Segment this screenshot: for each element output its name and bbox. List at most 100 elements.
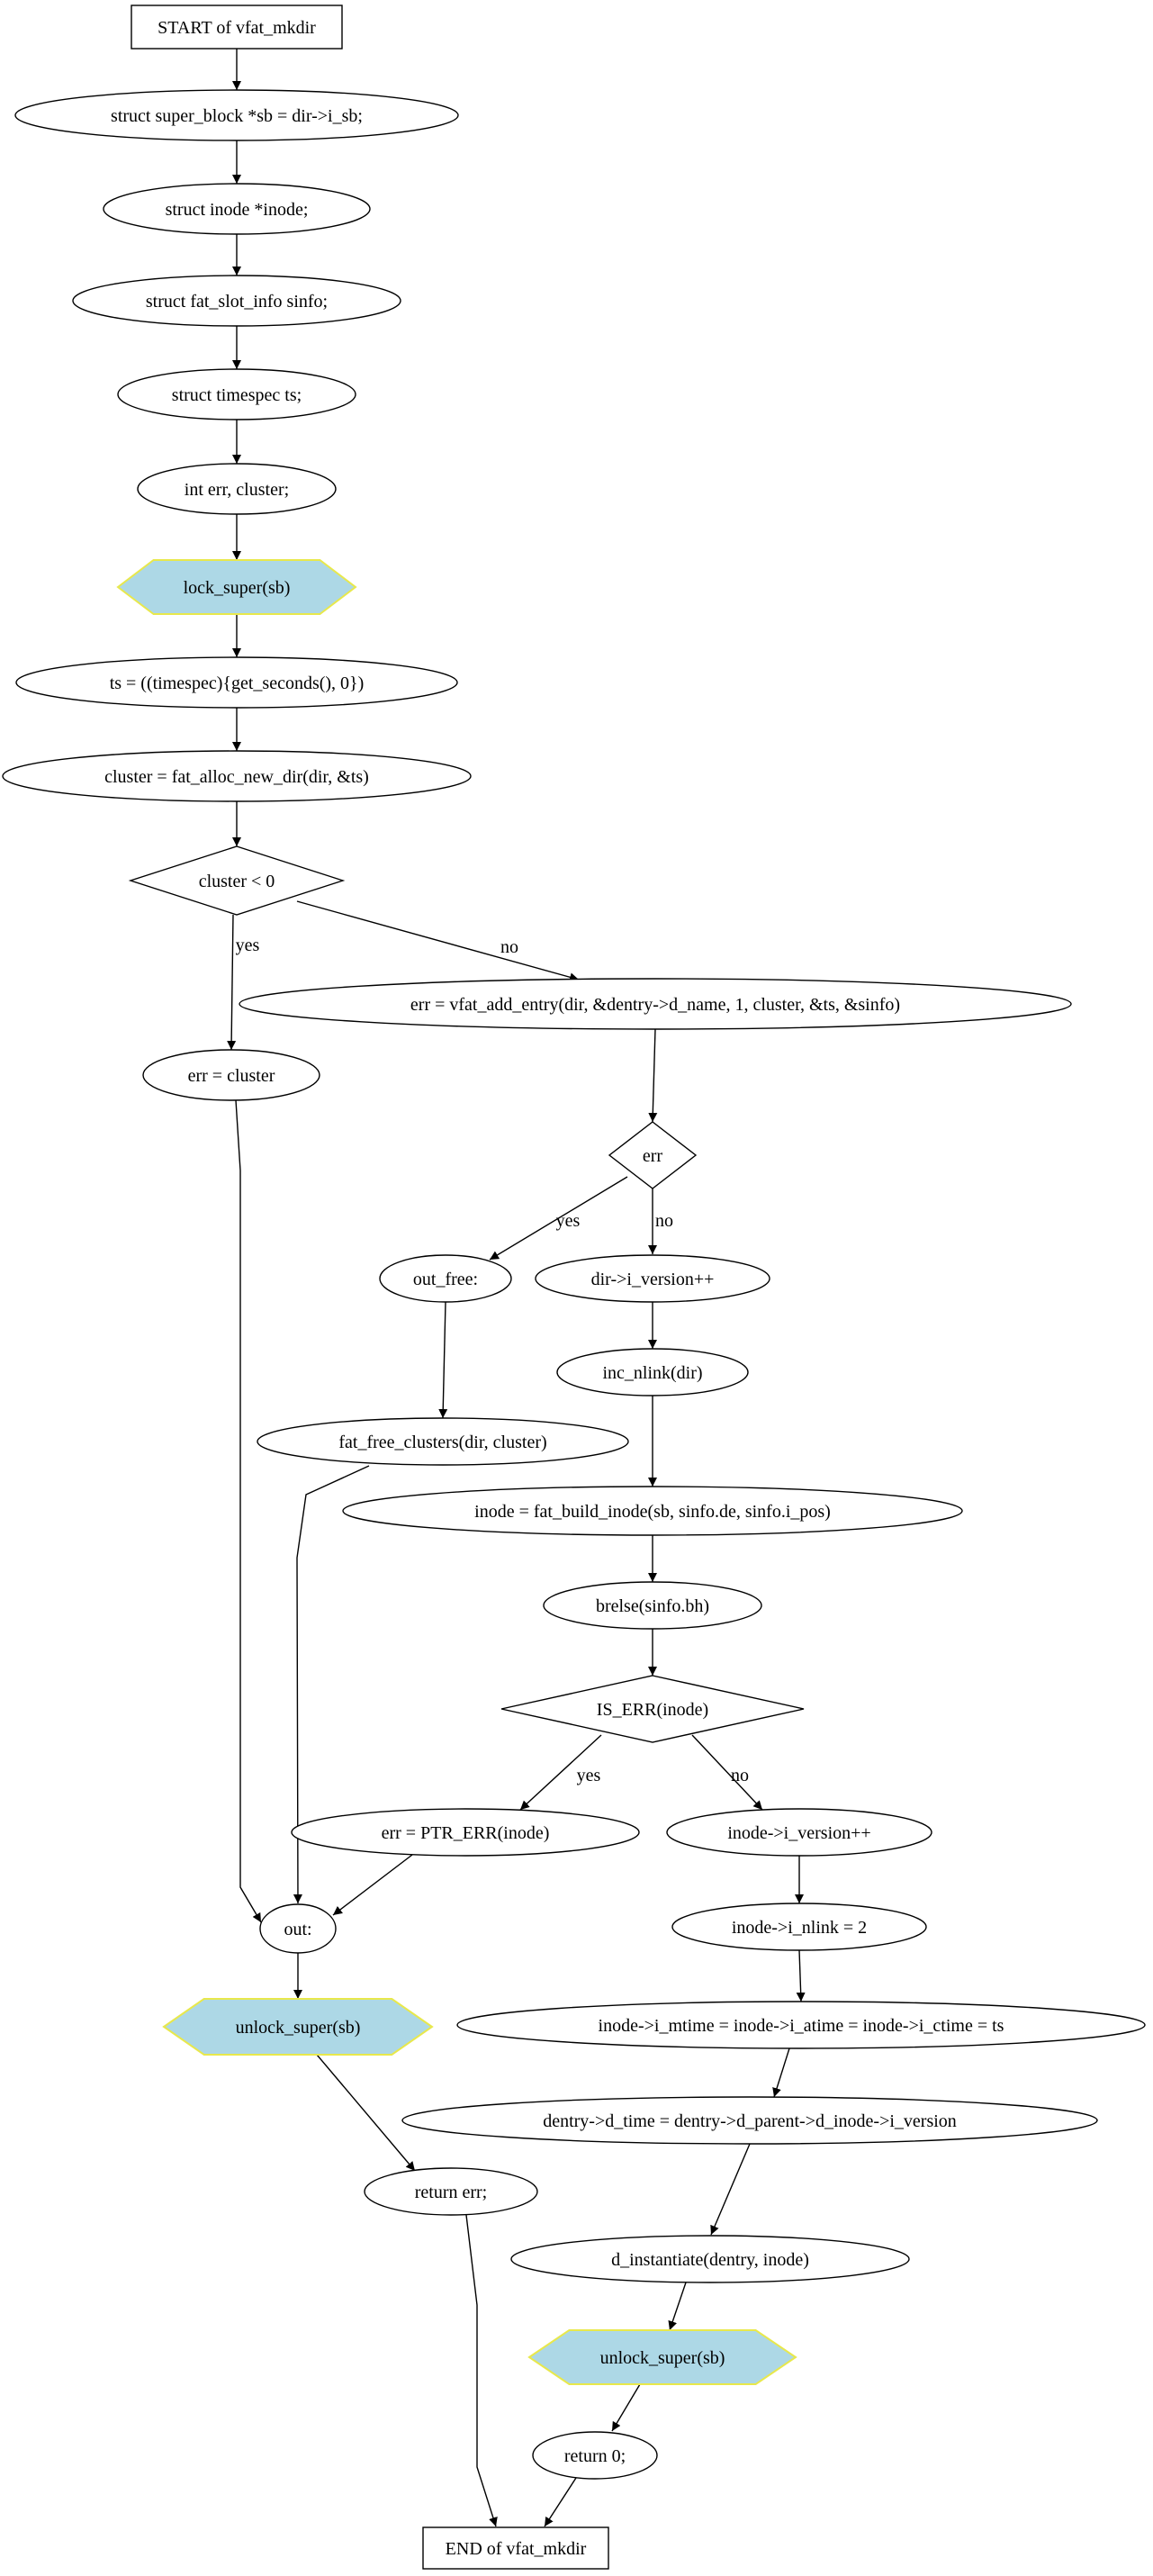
- node-n-sinfo: struct fat_slot_info sinfo;: [72, 275, 401, 327]
- node-label: return err;: [415, 2183, 488, 2202]
- ellipse-shape: [671, 1903, 927, 1951]
- edge-label-yes: yes: [556, 1211, 581, 1231]
- node-d-iserr: IS_ERR(inode): [500, 1675, 805, 1743]
- node-label: struct inode *inode;: [166, 200, 309, 220]
- ellipse-shape: [15, 656, 458, 709]
- edge-label-no: no: [731, 1766, 749, 1785]
- edge-line: [316, 2054, 416, 2172]
- node-n-inode: struct inode *inode;: [103, 183, 371, 235]
- edge-d_err-to-n_outfree: yes: [489, 1176, 628, 1261]
- node-label: struct super_block *sb = dir->i_sb;: [111, 106, 363, 126]
- ellipse-shape: [117, 368, 356, 420]
- ellipse-shape: [364, 2167, 538, 2216]
- node-label: cluster = fat_alloc_new_dir(dir, &ts): [104, 767, 369, 787]
- node-label: inode->i_version++: [727, 1823, 870, 1843]
- node-label: struct timespec ts;: [172, 385, 302, 405]
- edge-d_iserr-to-n_inodever: no: [691, 1734, 763, 1811]
- edge-n_errcluster-to-n_out: [235, 1099, 262, 1923]
- edge-n_nlink2-to-n_times: [796, 1949, 806, 2002]
- edge-line: [544, 2477, 577, 2527]
- node-n-nlink2: inode->i_nlink = 2: [671, 1903, 927, 1951]
- edge-n_addentry-to-d_err: [648, 1028, 658, 1123]
- edge-n_return0-to-end: [544, 2477, 577, 2527]
- box-shape: [422, 2526, 609, 2570]
- edge-d_err-to-n_dirver: no: [648, 1189, 673, 1254]
- ellipse-shape: [666, 1808, 932, 1857]
- edge-n_unlock2-to-n_return0: [611, 2383, 641, 2432]
- edge-line: [668, 2282, 687, 2331]
- ellipse-shape: [401, 2096, 1098, 2145]
- node-label: START of vfat_mkdir: [158, 18, 316, 38]
- node-label: ts = ((timespec){get_seconds(), 0}): [110, 673, 365, 693]
- ellipse-shape: [543, 1581, 762, 1630]
- edge-line: [691, 1734, 763, 1811]
- edge-n_freeclusters-to-n_out: [293, 1465, 370, 1904]
- edge-label-yes: yes: [577, 1766, 601, 1785]
- node-label: err = PTR_ERR(inode): [382, 1823, 550, 1843]
- node-label: return 0;: [564, 2446, 626, 2466]
- ellipse-shape: [535, 1254, 770, 1303]
- box-shape: [131, 5, 343, 50]
- edge-d_cluster-to-n_addentry: no: [296, 900, 580, 982]
- ellipse-shape: [257, 1417, 629, 1466]
- edge-line: [611, 2383, 641, 2432]
- edge-n_unlock1-to-n_returnerr: [316, 2054, 416, 2172]
- node-n-alloc: cluster = fat_alloc_new_dir(dir, &ts): [2, 750, 472, 802]
- edge-line: [796, 1949, 806, 2002]
- edge-n_dtime-to-n_instantiate: [710, 2143, 751, 2236]
- node-n-addentry: err = vfat_add_entry(dir, &dentry->d_nam…: [239, 978, 1072, 1030]
- node-label: err: [643, 1146, 663, 1166]
- node-d-cluster: cluster < 0: [128, 845, 346, 916]
- ellipse-shape: [510, 2235, 910, 2283]
- edge-label-no: no: [655, 1211, 673, 1231]
- edge-line: [648, 1028, 658, 1123]
- node-n-tsassign: ts = ((timespec){get_seconds(), 0}): [15, 656, 458, 709]
- ellipse-shape: [72, 275, 401, 327]
- node-label: cluster < 0: [199, 872, 275, 891]
- node-label: inode = fat_build_inode(sb, sinfo.de, si…: [474, 1502, 831, 1522]
- ellipse-shape: [456, 2001, 1146, 2049]
- ellipse-shape: [14, 89, 459, 141]
- node-label: END of vfat_mkdir: [446, 2539, 587, 2559]
- edge-n_times-to-n_dtime: [772, 2047, 790, 2098]
- ellipse-shape: [259, 1903, 337, 1954]
- edge-line: [296, 900, 580, 982]
- node-label: int err, cluster;: [185, 480, 289, 500]
- node-start: START of vfat_mkdir: [131, 5, 343, 50]
- node-n-dirver: dir->i_version++: [535, 1254, 770, 1303]
- edge-d_cluster-to-n_errcluster: yes: [227, 914, 260, 1051]
- ellipse-shape: [556, 1348, 749, 1396]
- node-label: unlock_super(sb): [236, 2018, 361, 2038]
- node-n-instantiate: d_instantiate(dentry, inode): [510, 2235, 910, 2283]
- ellipse-shape: [103, 183, 371, 235]
- node-n-outfree: out_free:: [379, 1254, 512, 1303]
- edge-line: [438, 1301, 448, 1419]
- edge-line: [519, 1734, 602, 1811]
- node-label: d_instantiate(dentry, inode): [611, 2250, 809, 2270]
- node-label: err = cluster: [188, 1066, 275, 1086]
- node-end: END of vfat_mkdir: [422, 2526, 609, 2570]
- ellipse-shape: [137, 463, 337, 515]
- edge-n_outfree-to-n_freeclusters: [438, 1301, 448, 1419]
- edge-label-yes: yes: [236, 935, 260, 955]
- node-label: inode->i_mtime = inode->i_atime = inode-…: [599, 2016, 1004, 2036]
- node-n-build: inode = fat_build_inode(sb, sinfo.de, si…: [342, 1486, 963, 1536]
- node-n-ptrerr: err = PTR_ERR(inode): [291, 1808, 640, 1857]
- edge-line: [332, 1854, 413, 1916]
- node-label: err = vfat_add_entry(dir, &dentry->d_nam…: [410, 995, 900, 1015]
- node-n-unlock2: unlock_super(sb): [527, 2329, 797, 2385]
- node-label: lock_super(sb): [184, 578, 291, 598]
- node-label: inode->i_nlink = 2: [732, 1918, 867, 1938]
- node-n-out: out:: [259, 1903, 337, 1954]
- node-n-times: inode->i_mtime = inode->i_atime = inode-…: [456, 2001, 1146, 2049]
- node-n-ts: struct timespec ts;: [117, 368, 356, 420]
- diamond-shape: [608, 1121, 698, 1189]
- node-n-inodever: inode->i_version++: [666, 1808, 932, 1857]
- node-n-sb: struct super_block *sb = dir->i_sb;: [14, 89, 459, 141]
- ellipse-shape: [142, 1049, 320, 1101]
- edge-line: [235, 1099, 262, 1923]
- diamond-shape: [128, 845, 346, 916]
- hexagon-shape: [116, 559, 357, 615]
- ellipse-shape: [532, 2431, 658, 2480]
